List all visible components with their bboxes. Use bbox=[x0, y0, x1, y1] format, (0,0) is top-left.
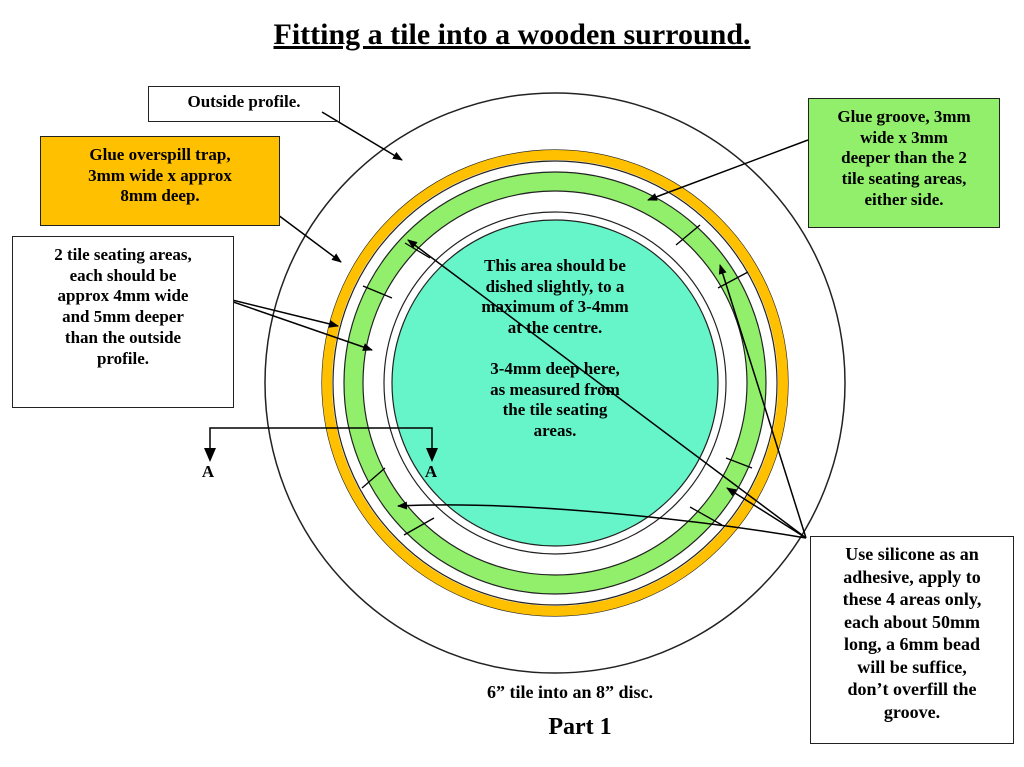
silicone-line: Use silicone as an bbox=[845, 544, 979, 564]
dished-area-line: 3-4mm deep here, bbox=[490, 358, 620, 378]
seating-areas-line: approx 4mm wide bbox=[57, 286, 189, 306]
glue-groove-line: wide x 3mm bbox=[860, 127, 948, 147]
dished-area-text: This area should be dished slightly, to … bbox=[425, 256, 685, 442]
arrow-seating-1 bbox=[215, 295, 339, 328]
silicone-line: don’t overfill the bbox=[847, 679, 977, 699]
outside-profile-label: Outside profile. bbox=[148, 86, 340, 122]
section-label-right: A bbox=[424, 462, 438, 481]
dished-area-line bbox=[425, 339, 685, 359]
silicone-line: each about 50mm bbox=[844, 611, 980, 632]
glue-groove-line: tile seating areas, bbox=[841, 169, 967, 189]
dished-area-line: as measured from bbox=[490, 379, 620, 399]
seating-areas-line: profile. bbox=[96, 348, 150, 368]
section-line-aa bbox=[209, 427, 433, 460]
arrow-silicone-4 bbox=[397, 501, 807, 539]
section-label-left: A bbox=[201, 462, 215, 481]
glue-overspill-line: Glue overspill trap, bbox=[89, 145, 231, 164]
seating-areas-line: and 5mm deeper bbox=[62, 307, 184, 327]
glue-groove-line: Glue groove, 3mm bbox=[837, 107, 971, 126]
dished-area-line: the tile seating bbox=[502, 400, 608, 420]
seating-areas-label: 2 tile seating areas, each should be app… bbox=[12, 236, 234, 408]
glue-overspill-label: Glue overspill trap, 3mm wide x approx 8… bbox=[40, 136, 280, 226]
glue-groove-line: either side. bbox=[864, 189, 944, 209]
arrow-silicone-2 bbox=[718, 264, 807, 539]
silicone-line: groove. bbox=[883, 701, 941, 722]
seating-areas-line: each should be bbox=[69, 265, 177, 285]
silicone-area-ticks bbox=[361, 224, 753, 536]
arrow-outside-profile bbox=[321, 111, 403, 161]
dished-area-line: maximum of 3-4mm bbox=[481, 297, 629, 317]
dished-area-line: areas. bbox=[533, 421, 577, 441]
dished-area-line: at the centre. bbox=[507, 318, 603, 338]
glue-trap-ring-fill bbox=[322, 150, 788, 616]
arrow-seating-2 bbox=[215, 295, 373, 351]
silicone-line: long, a 6mm bead bbox=[843, 634, 980, 654]
arrow-silicone-1 bbox=[407, 239, 807, 539]
silicone-line: adhesive, apply to bbox=[843, 566, 981, 587]
glue-overspill-line: 3mm wide x approx bbox=[88, 165, 232, 185]
seating-areas-line: than the outside bbox=[64, 327, 182, 347]
dished-area-line: This area should be bbox=[484, 256, 626, 275]
caption-part: Part 1 bbox=[548, 714, 612, 740]
glue-groove-label: Glue groove, 3mm wide x 3mm deeper than … bbox=[808, 98, 1000, 228]
silicone-label: Use silicone as an adhesive, apply to th… bbox=[810, 536, 1014, 744]
caption-size: 6” tile into an 8” disc. bbox=[486, 682, 653, 702]
dished-tile-area bbox=[391, 219, 719, 547]
glue-overspill-line: 8mm deep. bbox=[120, 186, 200, 206]
silicone-line: will be suffice, bbox=[857, 656, 967, 677]
arrow-glue-groove bbox=[647, 139, 809, 201]
silicone-line: these 4 areas only, bbox=[842, 589, 982, 609]
leader-arrows bbox=[215, 111, 809, 539]
page-title: Fitting a tile into a wooden surround. bbox=[273, 18, 751, 51]
arrow-silicone-3 bbox=[726, 487, 807, 539]
seating-areas-line: 2 tile seating areas, bbox=[54, 245, 192, 264]
glue-groove-line: deeper than the 2 bbox=[841, 148, 967, 168]
dished-area-line: dished slightly, to a bbox=[485, 276, 625, 296]
